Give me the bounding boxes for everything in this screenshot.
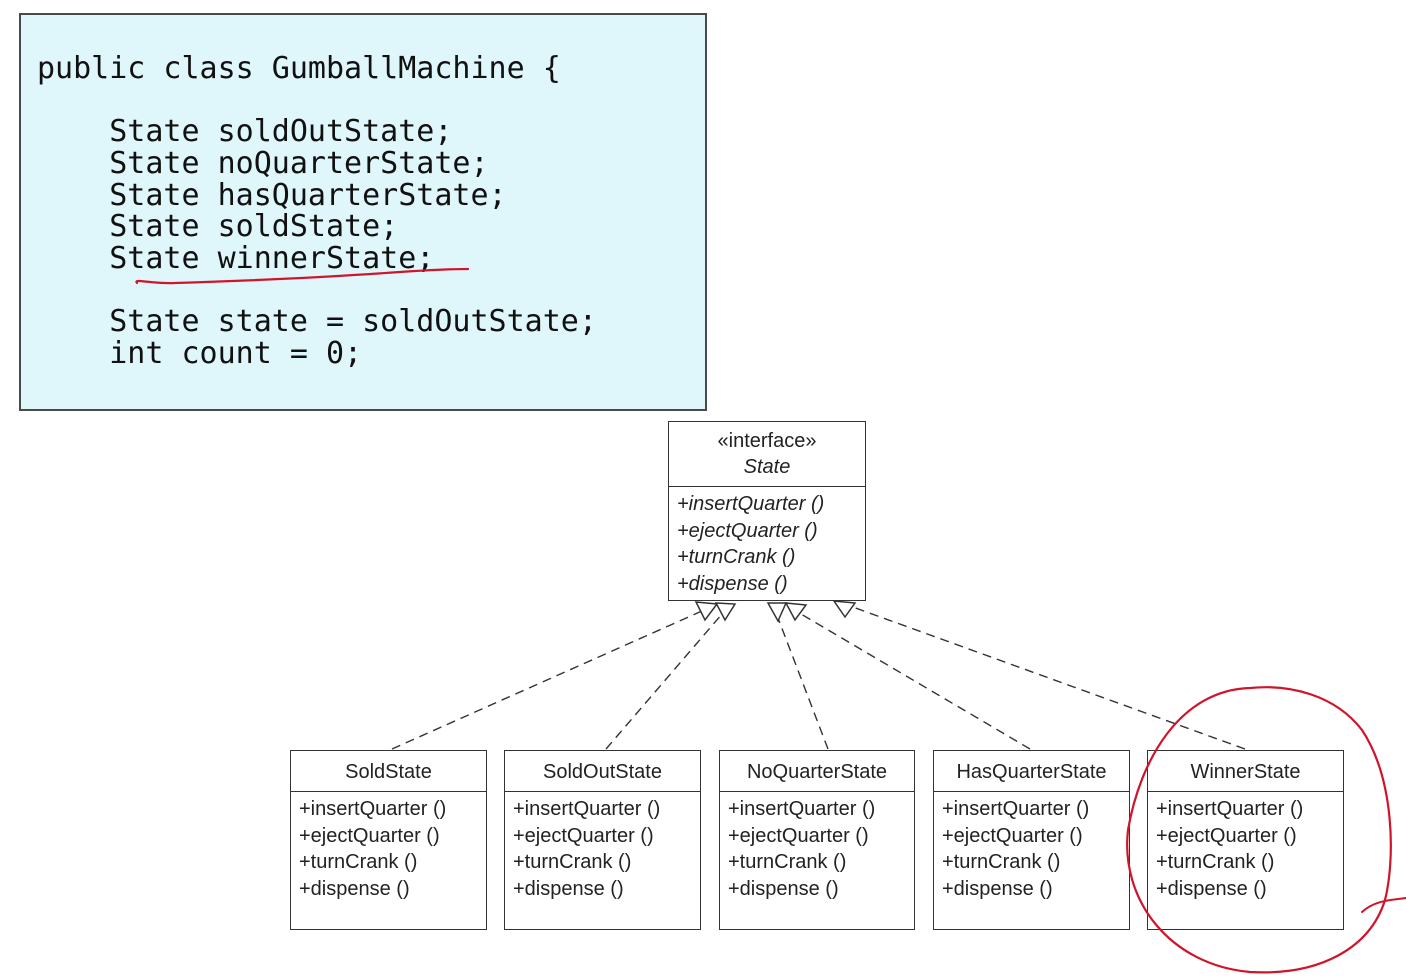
class-box-hasquarterstate: HasQuarterState +insertQuarter () +eject… [933,750,1130,930]
class-op: +ejectQuarter () [513,824,654,847]
class-name: SoldState [291,751,486,792]
class-box-soldstate: SoldState +insertQuarter () +ejectQuarte… [290,750,487,930]
code-line-count: int count = 0; [37,336,363,371]
class-op: +ejectQuarter () [942,824,1083,847]
class-op: +turnCrank () [299,851,418,873]
class-op: +ejectQuarter () [299,824,440,847]
realization-connectors [391,605,1246,750]
code-line-sold: State soldState; [37,209,399,244]
interface-op: +ejectQuarter () [677,519,818,542]
interface-operations: +insertQuarter () +ejectQuarter () +turn… [669,487,865,597]
connector-soldstate [391,610,703,750]
code-line-soldout: State soldOutState; [37,114,453,149]
class-op: +insertQuarter () [513,798,661,820]
class-op: +dispense () [1156,877,1267,900]
connector-winnerstate [849,605,1246,750]
class-operations: +insertQuarter () +ejectQuarter () +turn… [1148,792,1343,902]
class-name: SoldOutState [505,751,700,792]
class-operations: +insertQuarter () +ejectQuarter () +turn… [291,792,486,902]
state-interface-header: «interface» State [669,422,865,487]
class-op: +dispense () [299,877,410,900]
class-box-winnerstate: WinnerState +insertQuarter () +ejectQuar… [1147,750,1344,930]
class-op: +ejectQuarter () [1156,824,1297,847]
state-interface-box: «interface» State +insertQuarter () +eje… [668,421,866,601]
arrowhead-icon [832,600,857,619]
interface-stereotype: «interface» [717,430,817,452]
interface-name: State [743,456,791,478]
underline-annotation [135,267,470,285]
class-name: WinnerState [1148,751,1343,792]
class-op: +dispense () [513,877,624,900]
class-op: +dispense () [728,877,839,900]
class-name: HasQuarterState [934,751,1129,792]
class-op: +turnCrank () [942,851,1061,873]
class-op: +insertQuarter () [942,798,1090,820]
class-box-soldoutstate: SoldOutState +insertQuarter () +ejectQua… [504,750,701,930]
connector-hasquarterstate [800,613,1031,750]
code-line-class-decl: public class GumballMachine { [37,51,561,86]
class-op: +turnCrank () [1156,851,1275,873]
class-operations: +insertQuarter () +ejectQuarter () +turn… [505,792,700,902]
class-op: +turnCrank () [728,851,847,873]
realization-arrowheads [694,600,857,623]
code-line-state-assign: State state = soldOutState; [37,304,597,339]
arrowhead-icon [784,602,808,622]
connector-noquarterstate [777,617,829,750]
class-operations: +insertQuarter () +ejectQuarter () +turn… [934,792,1129,902]
interface-op: +insertQuarter () [677,493,825,515]
class-op: +insertQuarter () [728,798,876,820]
class-box-noquarterstate: NoQuarterState +insertQuarter () +ejectQ… [719,750,915,930]
code-panel: public class GumballMachine { State sold… [19,13,707,411]
class-op: +turnCrank () [513,851,632,873]
arrowhead-icon [766,602,788,623]
circle-annotation-tail [1361,897,1406,913]
connector-soldoutstate [605,613,723,750]
code-line-hasquarter: State hasQuarterState; [37,178,507,213]
circle-annotation [1126,686,1392,974]
arrowhead-icon [714,602,737,622]
class-name: NoQuarterState [720,751,914,792]
code-line-noquarter: State noQuarterState; [37,146,489,181]
code-line-winner: State winnerState; [37,241,435,276]
class-op: +dispense () [942,877,1053,900]
class-op: +insertQuarter () [299,798,447,820]
interface-op: +turnCrank () [677,546,796,568]
arrowhead-icon [694,601,719,622]
class-op: +ejectQuarter () [728,824,869,847]
interface-op: +dispense () [677,572,788,595]
class-operations: +insertQuarter () +ejectQuarter () +turn… [720,792,914,902]
class-op: +insertQuarter () [1156,798,1304,820]
